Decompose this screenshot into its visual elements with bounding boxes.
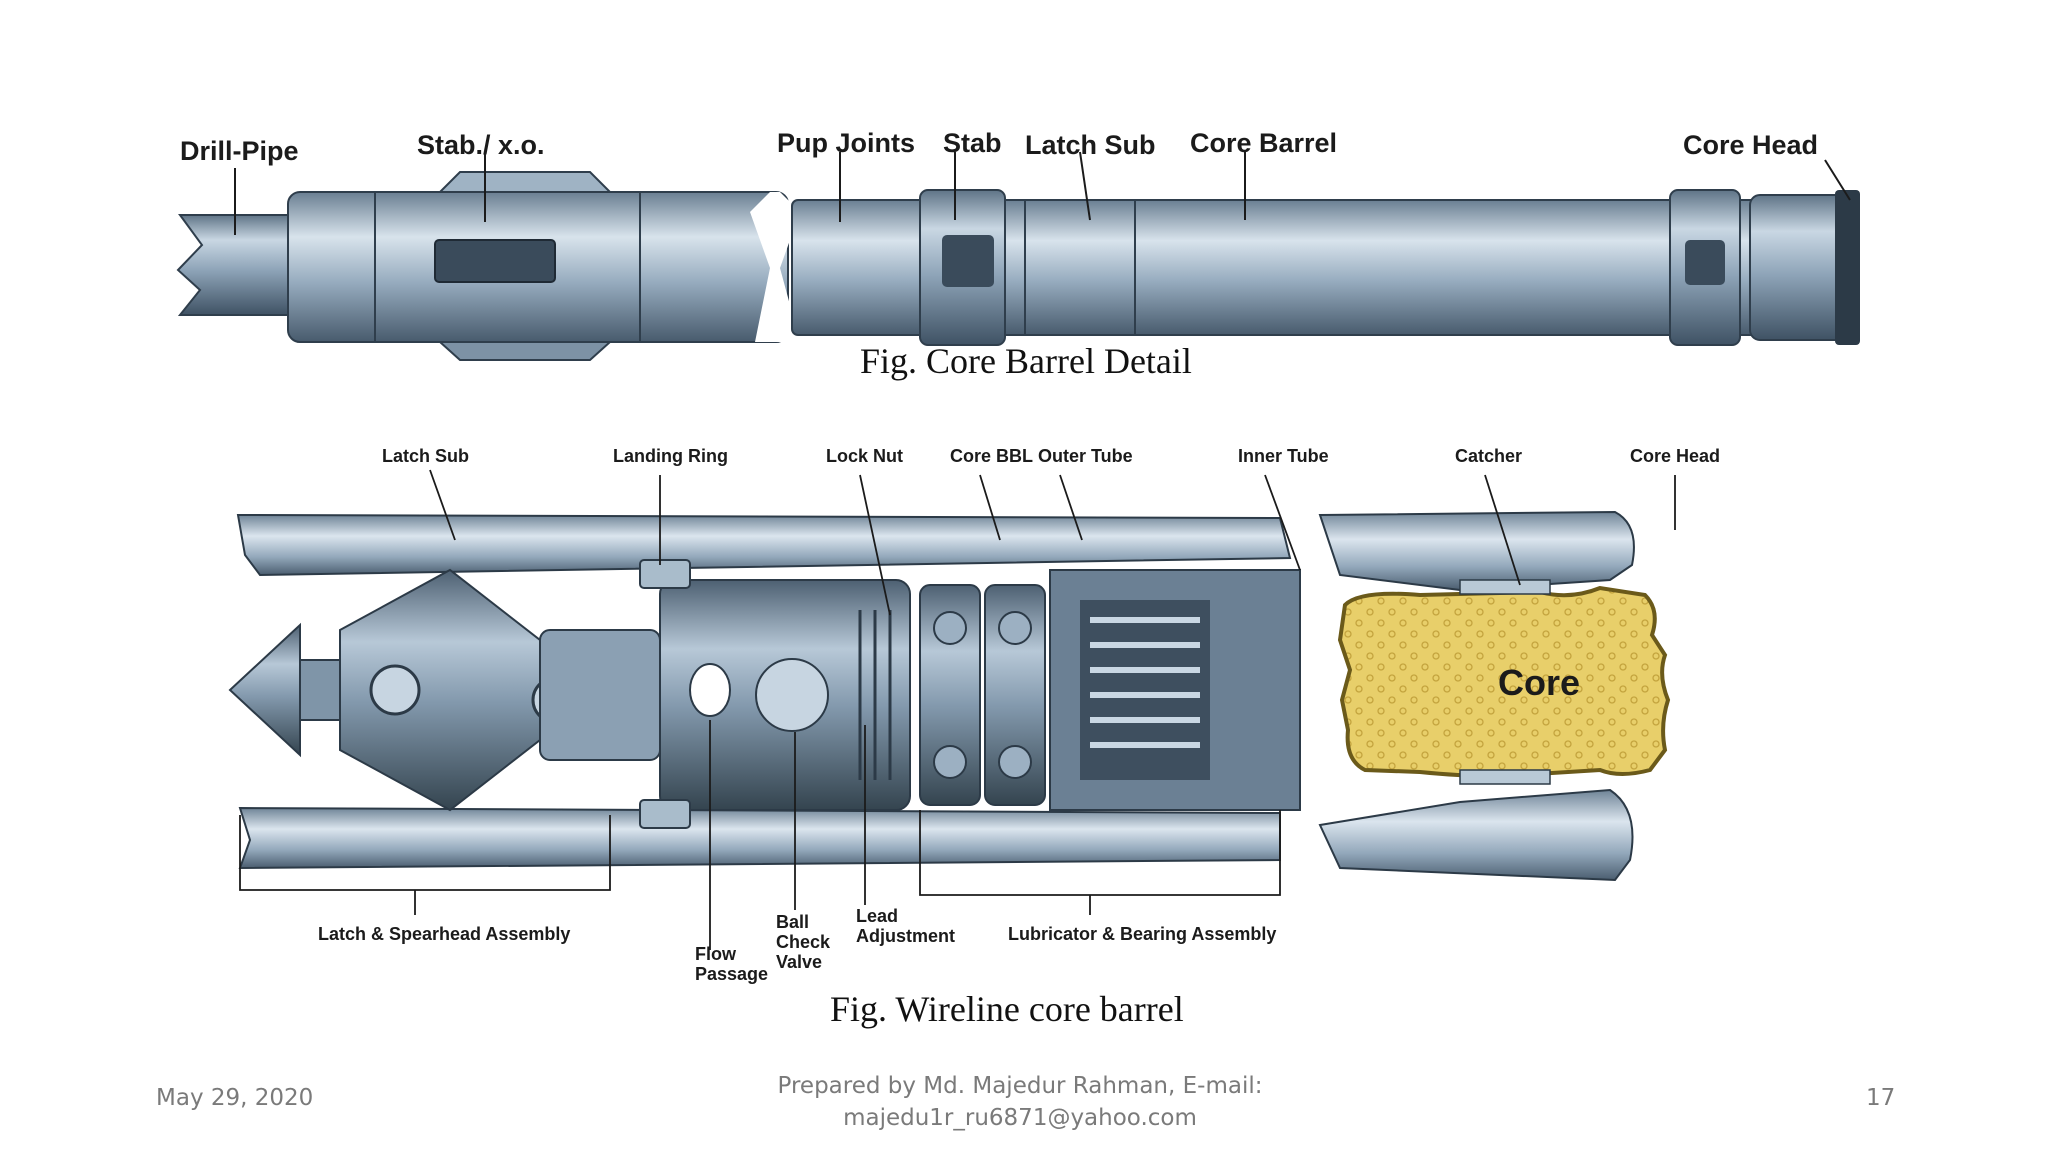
flow-port <box>689 663 731 717</box>
footer-prepared-line1: Prepared by Md. Majedur Rahman, E-mail: <box>777 1073 1263 1099</box>
bearing-disc-1 <box>919 584 981 806</box>
label-ball: Ball <box>776 912 809 932</box>
footer-prepared-line2: majedu1r_ru6871@yahoo.com <box>843 1105 1197 1131</box>
catcher-top <box>1459 579 1551 595</box>
label-inner-tube: Inner Tube <box>1238 446 1329 466</box>
core-barrel-detail-figure: Drill-Pipe Stab./ x.o. Pup Joints Stab L… <box>176 128 1860 361</box>
label-core-barrel: Core Barrel <box>1190 128 1337 158</box>
footer-date: May 29, 2020 <box>156 1085 314 1111</box>
label-lead: Lead <box>856 906 898 926</box>
core-head-top <box>1318 510 1635 592</box>
bearing-disc-2 <box>984 584 1046 806</box>
label-latch-spearhead: Latch & Spearhead Assembly <box>318 924 570 944</box>
spearhead <box>228 622 301 758</box>
stab-slot <box>434 239 556 283</box>
label-pup-joints: Pup Joints <box>777 128 915 158</box>
footer-prepared-by: Prepared by Md. Majedur Rahman, E-mail: … <box>770 1070 1270 1134</box>
label-catcher: Catcher <box>1455 446 1522 466</box>
label-latch-sub: Latch Sub <box>382 446 469 466</box>
figure2-caption: Fig. Wireline core barrel <box>830 989 1184 1029</box>
label-adjustment: Adjustment <box>856 926 955 946</box>
label-core-head: Core Head <box>1630 446 1720 466</box>
core-sample <box>1337 585 1671 778</box>
stab-blade-bottom <box>437 341 613 361</box>
label-core: Core <box>1498 662 1580 703</box>
label-core-bbl: Core BBL <box>950 446 1033 466</box>
landing-ring-top <box>639 559 691 589</box>
check-ball <box>755 658 829 732</box>
landing-ring-bottom <box>639 799 691 829</box>
label-lock-nut: Lock Nut <box>826 446 903 466</box>
outer-tube-bottom <box>238 806 1281 870</box>
label-stab-xo: Stab./ x.o. <box>417 130 545 160</box>
figure1-caption: Fig. Core Barrel Detail <box>860 341 1192 381</box>
label-lubricator: Lubricator & Bearing Assembly <box>1008 924 1276 944</box>
label-outer-tube: Outer Tube <box>1038 446 1133 466</box>
label-passage: Passage <box>695 964 768 984</box>
footer-page-number: 17 <box>1866 1085 1896 1111</box>
label-core-head: Core Head <box>1683 130 1818 160</box>
wireline-core-barrel-figure: Latch Sub Landing Ring Lock Nut Core BBL… <box>228 446 1720 984</box>
break-gap <box>750 192 800 342</box>
core-head-bottom <box>1318 788 1634 882</box>
label-check: Check <box>776 932 831 952</box>
outer-tube-top <box>236 513 1292 577</box>
catcher-bottom <box>1459 769 1551 785</box>
label-landing-ring: Landing Ring <box>613 446 728 466</box>
label-valve: Valve <box>776 952 822 972</box>
label-latch-sub: Latch Sub <box>1025 130 1156 160</box>
label-stab: Stab <box>943 128 1002 158</box>
label-drill-pipe: Drill-Pipe <box>180 136 299 166</box>
stab-blade-top <box>437 171 613 193</box>
label-flow: Flow <box>695 944 737 964</box>
